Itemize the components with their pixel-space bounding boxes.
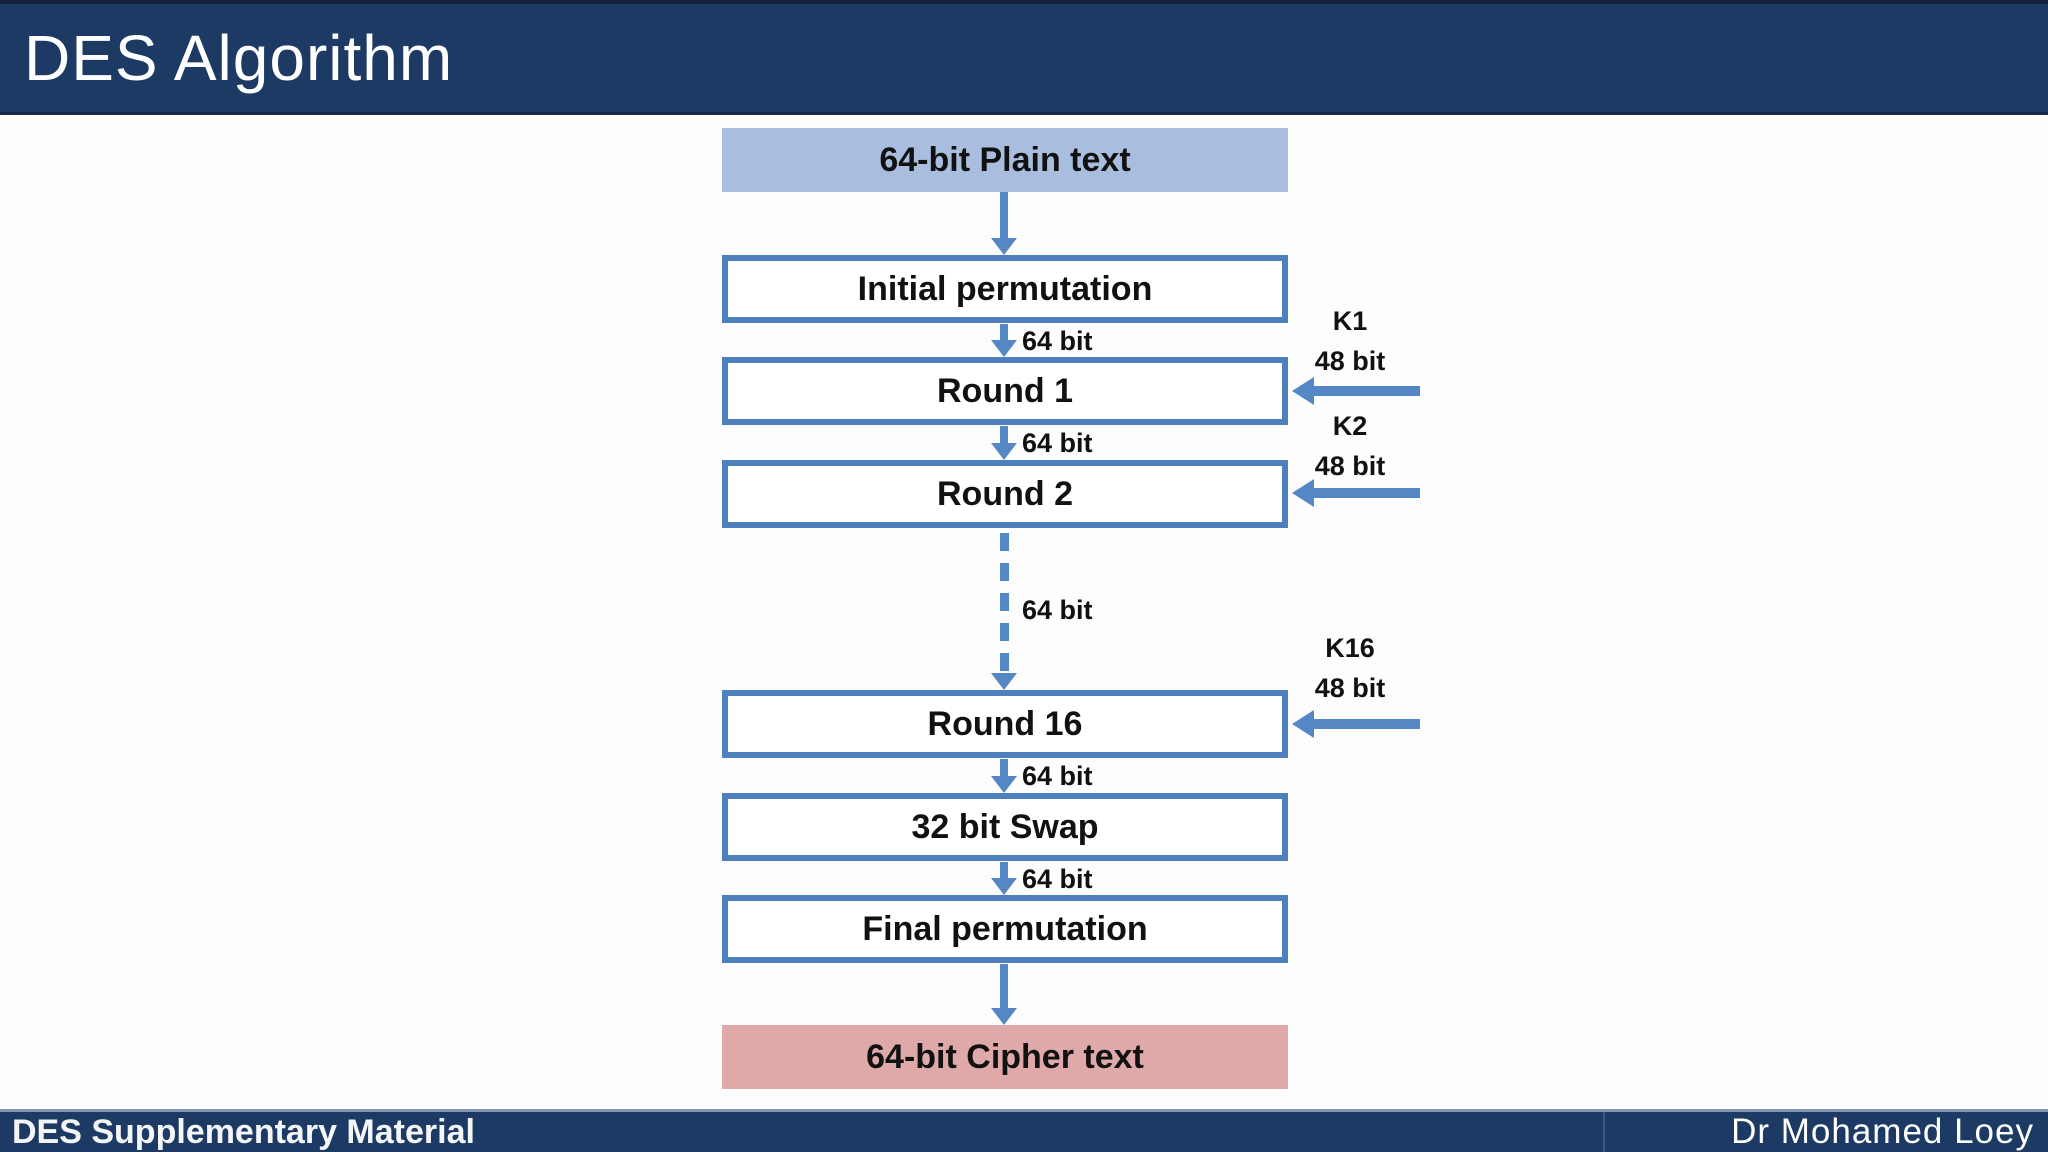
- key-bits-k1: 48 bit: [1314, 346, 1386, 376]
- node-32-bit-swap: 32 bit Swap: [722, 793, 1288, 861]
- node-round-2: Round 2: [722, 460, 1288, 528]
- arrow-shaft: [1312, 386, 1420, 396]
- key-arrow-k2: [1292, 479, 1420, 507]
- arrow-down-icon: [991, 878, 1017, 895]
- arrow-down-icon: [991, 340, 1017, 357]
- key-label-k16: K16 48 bit: [1280, 628, 1420, 708]
- arrow-shaft: [1000, 324, 1008, 341]
- arrow-shaft: [1000, 192, 1008, 239]
- arrow-shaft: [1000, 964, 1008, 1009]
- node-cipher-text-label: 64-bit Cipher text: [866, 1037, 1144, 1076]
- arrow-final-to-cipher: [991, 964, 1017, 1025]
- arrow-shaft: [1312, 719, 1420, 729]
- node-round-1-label: Round 1: [937, 371, 1073, 410]
- slide-title: DES Algorithm: [24, 22, 454, 94]
- node-plain-text: 64-bit Plain text: [722, 128, 1288, 192]
- edge-label-64bit: 64 bit: [1022, 428, 1093, 458]
- node-plain-text-label: 64-bit Plain text: [879, 140, 1131, 179]
- footer-author-text: Dr Mohamed Loey: [1731, 1112, 2034, 1151]
- footer-divider: [1603, 1112, 1605, 1152]
- arrow-left-icon: [1292, 377, 1314, 405]
- arrow-shaft: [1312, 488, 1420, 498]
- key-arrow-k1: [1292, 377, 1420, 405]
- arrow-shaft: [1000, 862, 1008, 879]
- arrow-swap-to-final: [991, 862, 1017, 895]
- key-name-k1: K1: [1332, 306, 1368, 336]
- arrow-left-icon: [1292, 479, 1314, 507]
- node-round-2-label: Round 2: [937, 474, 1073, 513]
- arrow-initial-to-round1: [991, 324, 1017, 357]
- key-bits-k2: 48 bit: [1314, 451, 1386, 481]
- arrow-shaft: [1000, 759, 1008, 777]
- arrow-shaft: [1000, 426, 1008, 444]
- arrow-round1-to-round2: [991, 426, 1017, 460]
- edge-label-64bit: 64 bit: [1022, 864, 1093, 894]
- arrow-shaft: [1000, 533, 1009, 671]
- arrow-down-icon: [991, 1008, 1017, 1025]
- key-name-k16: K16: [1325, 633, 1375, 663]
- key-name-k2: K2: [1332, 411, 1368, 441]
- node-final-permutation-label: Final permutation: [862, 909, 1148, 948]
- arrow-left-icon: [1292, 710, 1314, 738]
- arrow-down-icon: [991, 776, 1017, 793]
- edge-label-64bit: 64 bit: [1022, 326, 1093, 356]
- node-initial-permutation: Initial permutation: [722, 255, 1288, 323]
- key-label-k1: K1 48 bit: [1280, 301, 1420, 381]
- arrow-down-icon: [991, 673, 1017, 690]
- slide-header: DES Algorithm: [0, 0, 2048, 115]
- node-cipher-text: 64-bit Cipher text: [722, 1025, 1288, 1089]
- node-final-permutation: Final permutation: [722, 895, 1288, 963]
- footer-left-text: DES Supplementary Material: [12, 1112, 475, 1151]
- slide-footer: DES Supplementary Material Dr Mohamed Lo…: [0, 1109, 2048, 1152]
- node-initial-permutation-label: Initial permutation: [857, 269, 1153, 308]
- node-round-1: Round 1: [722, 357, 1288, 425]
- arrow-round2-to-round16-dashed: [991, 533, 1017, 690]
- node-round-16-label: Round 16: [927, 704, 1083, 743]
- arrow-plain-to-initial: [991, 192, 1017, 255]
- arrow-down-icon: [991, 443, 1017, 460]
- edge-label-64bit: 64 bit: [1022, 761, 1093, 791]
- edge-label-64bit: 64 bit: [1022, 595, 1093, 625]
- node-round-16: Round 16: [722, 690, 1288, 758]
- key-label-k2: K2 48 bit: [1280, 406, 1420, 486]
- node-32-bit-swap-label: 32 bit Swap: [911, 807, 1099, 846]
- arrow-down-icon: [991, 238, 1017, 255]
- key-bits-k16: 48 bit: [1314, 673, 1386, 703]
- key-arrow-k16: [1292, 710, 1420, 738]
- arrow-round16-to-swap: [991, 759, 1017, 793]
